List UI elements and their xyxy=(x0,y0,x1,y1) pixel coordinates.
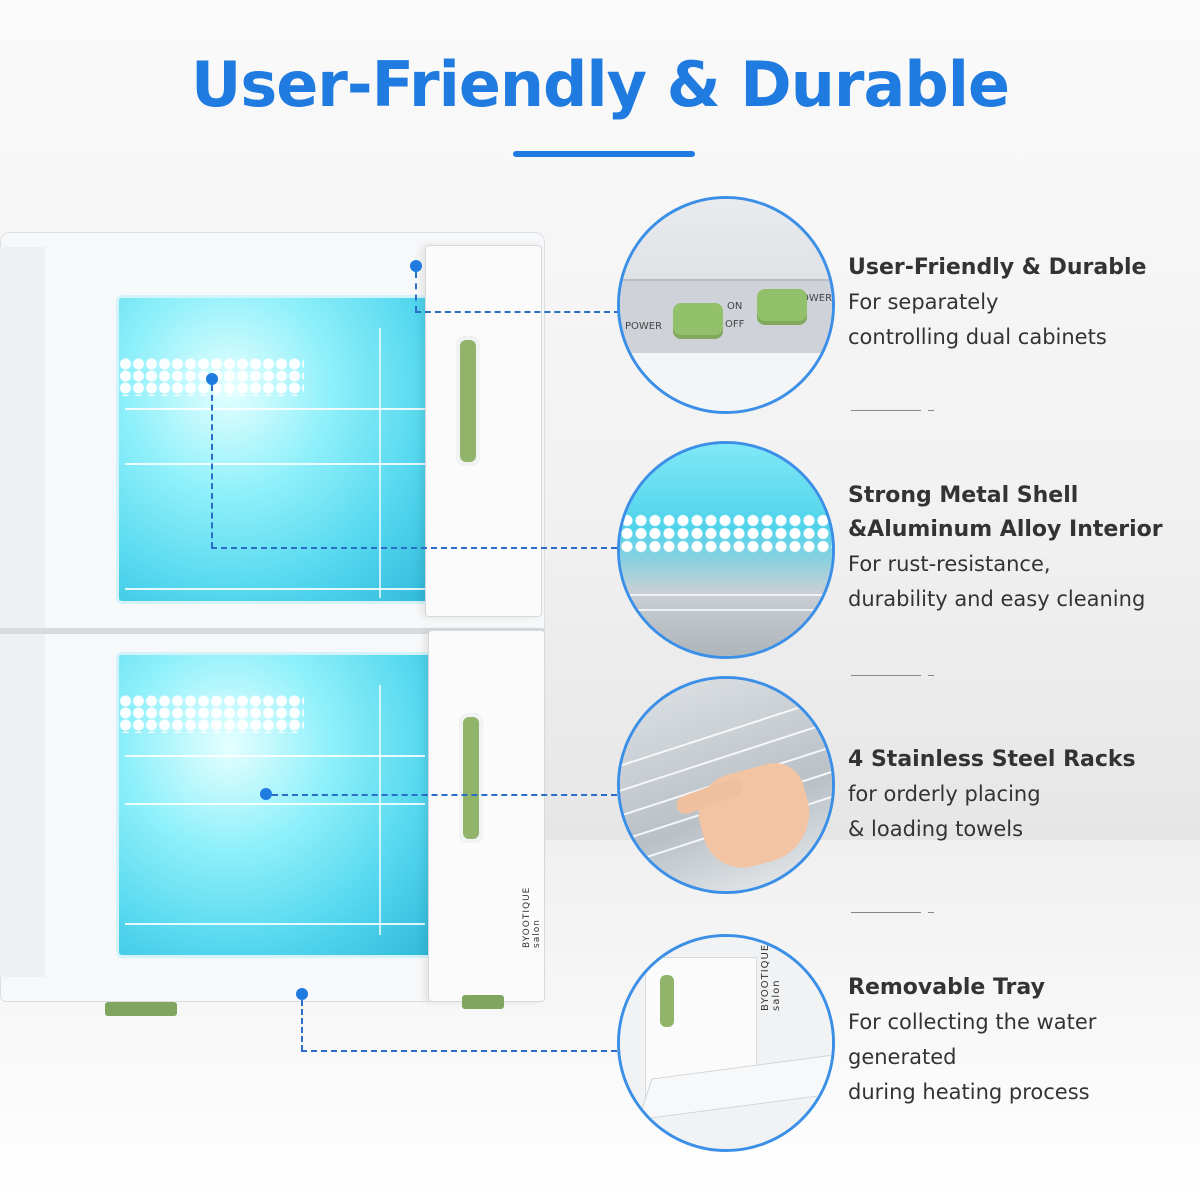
cabinet-divider xyxy=(0,628,545,634)
connector-tray-h xyxy=(301,1050,617,1052)
power-label-right: POWER xyxy=(795,293,833,304)
power-label-left: POWER xyxy=(625,321,663,332)
detail-circle-tray: BYOOTIQUE salon xyxy=(617,934,835,1152)
feature-desc-line: & loading towels xyxy=(848,817,1024,841)
separator-1 xyxy=(851,410,921,411)
feature-switches: User-Friendly & Durable For separately c… xyxy=(848,251,1188,355)
cabinet-foot-right xyxy=(462,995,504,1009)
uv-led-strip-closeup xyxy=(620,514,832,554)
callout-dot-rack xyxy=(260,788,272,800)
feature-tray: Removable Tray For collecting the water … xyxy=(848,971,1188,1110)
lower-rack-frame xyxy=(379,685,381,935)
tray-brand-logo: BYOOTIQUE salon xyxy=(760,943,782,1011)
lower-uv-led-strip xyxy=(119,695,304,733)
power-switch-right xyxy=(757,289,807,325)
connector-rack-h xyxy=(272,794,617,796)
switch-panel-bottom xyxy=(620,353,832,411)
feature-title: Removable Tray xyxy=(848,975,1045,1000)
interior-rack-closeup-2 xyxy=(620,609,832,611)
feature-title: &Aluminum Alloy Interior xyxy=(848,517,1163,542)
separator-1-tick xyxy=(928,410,934,411)
upper-rack-2 xyxy=(125,463,425,465)
connector-interior-v xyxy=(211,385,213,548)
interior-rack-closeup-1 xyxy=(620,594,832,596)
cabinet-side-panel xyxy=(0,247,45,977)
separator-2 xyxy=(851,675,921,676)
connector-interior-h xyxy=(211,547,617,549)
lower-rack-1 xyxy=(125,755,425,757)
feature-racks: 4 Stainless Steel Racks for orderly plac… xyxy=(848,743,1188,847)
lower-rack-2 xyxy=(125,803,425,805)
off-label: OFF xyxy=(725,319,745,330)
lower-chamber xyxy=(116,652,436,958)
lower-rack-3 xyxy=(125,923,425,925)
feature-title: 4 Stainless Steel Racks xyxy=(848,747,1136,772)
feature-desc-line: for orderly placing xyxy=(848,782,1041,806)
connector-switch-v xyxy=(415,272,417,312)
separator-3 xyxy=(851,912,921,913)
detail-circle-switches: POWER ON OFF POWER xyxy=(617,196,835,414)
cabinet-foot-left xyxy=(105,1002,177,1016)
feature-title: Strong Metal Shell xyxy=(848,483,1079,508)
connector-switch-h xyxy=(415,311,620,313)
cabinet-brand-logo: BYOOTIQUE salon xyxy=(522,886,542,948)
feature-shell: Strong Metal Shell &Aluminum Alloy Inter… xyxy=(848,479,1188,617)
power-switch-left xyxy=(673,303,723,339)
upper-rack-3 xyxy=(125,588,425,590)
upper-chamber xyxy=(116,295,436,604)
connector-tray-v xyxy=(301,1000,303,1051)
feature-desc-line: For rust-resistance, xyxy=(848,552,1051,576)
upper-door-handle xyxy=(456,336,480,466)
lower-door-handle xyxy=(459,713,483,843)
feature-desc-line: controlling dual cabinets xyxy=(848,325,1107,349)
tray-cabinet-handle xyxy=(660,975,674,1027)
feature-title: User-Friendly & Durable xyxy=(848,255,1147,280)
callout-dot-interior xyxy=(206,373,218,385)
feature-desc-line: For separately xyxy=(848,290,999,314)
headline: User-Friendly & Durable xyxy=(191,48,1010,121)
feature-desc-line: durability and easy cleaning xyxy=(848,587,1146,611)
callout-dot-tray xyxy=(296,988,308,1000)
switch-panel: POWER ON OFF POWER xyxy=(620,279,833,355)
upper-door xyxy=(425,245,542,617)
detail-circle-interior xyxy=(617,441,835,659)
separator-3-tick xyxy=(928,912,934,913)
headline-underline xyxy=(513,151,695,157)
switch-panel-top xyxy=(620,199,832,279)
callout-dot-switch xyxy=(410,260,422,272)
feature-desc-line: during heating process xyxy=(848,1080,1090,1104)
towel-warmer-cabinet xyxy=(0,232,550,1016)
on-label: ON xyxy=(727,301,743,312)
feature-desc-line: generated xyxy=(848,1045,957,1069)
upper-rack-1 xyxy=(125,408,425,410)
lower-door xyxy=(428,630,545,1002)
upper-rack-frame xyxy=(379,328,381,598)
feature-desc-line: For collecting the water xyxy=(848,1010,1097,1034)
separator-2-tick xyxy=(928,675,934,676)
detail-circle-racks xyxy=(617,676,835,894)
